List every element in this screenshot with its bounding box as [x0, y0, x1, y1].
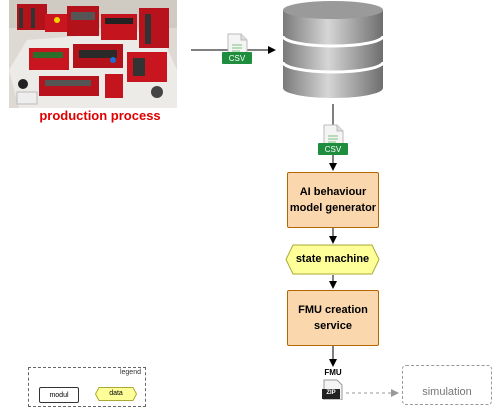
state-machine-label: state machine [295, 253, 370, 265]
legend-modul: modul [39, 387, 79, 403]
legend-title: legend [119, 369, 141, 376]
ai-generator-line1: AI behaviour [299, 186, 367, 198]
production-process-photo [9, 0, 177, 108]
photo-caption: production process [39, 108, 161, 123]
state-machine-node: state machine [285, 244, 380, 275]
csv-label-top: CSV [228, 54, 246, 63]
legend-data-label: data [109, 390, 123, 397]
fmu-service-line1: FMU creation [298, 304, 368, 316]
csv-file-icon-middle: CSV [318, 124, 348, 156]
fmu-file-icon: FMU ZIP [318, 368, 348, 400]
database-icon [281, 0, 385, 102]
fmu-creation-service: FMU creation service [287, 290, 379, 346]
csv-file-icon-top: CSV [222, 33, 252, 65]
simulation-node: simulation [402, 365, 492, 405]
csv-label-middle: CSV [324, 145, 342, 154]
legend: legend modul data [28, 367, 146, 407]
ai-generator-line2: model generator [289, 202, 377, 214]
ai-behaviour-model-generator: AI behaviour model generator [287, 172, 379, 228]
fmu-title: FMU [324, 368, 342, 377]
fmu-service-line2: service [314, 320, 352, 332]
zip-badge: ZIP [326, 390, 336, 396]
legend-data: data [95, 387, 137, 401]
